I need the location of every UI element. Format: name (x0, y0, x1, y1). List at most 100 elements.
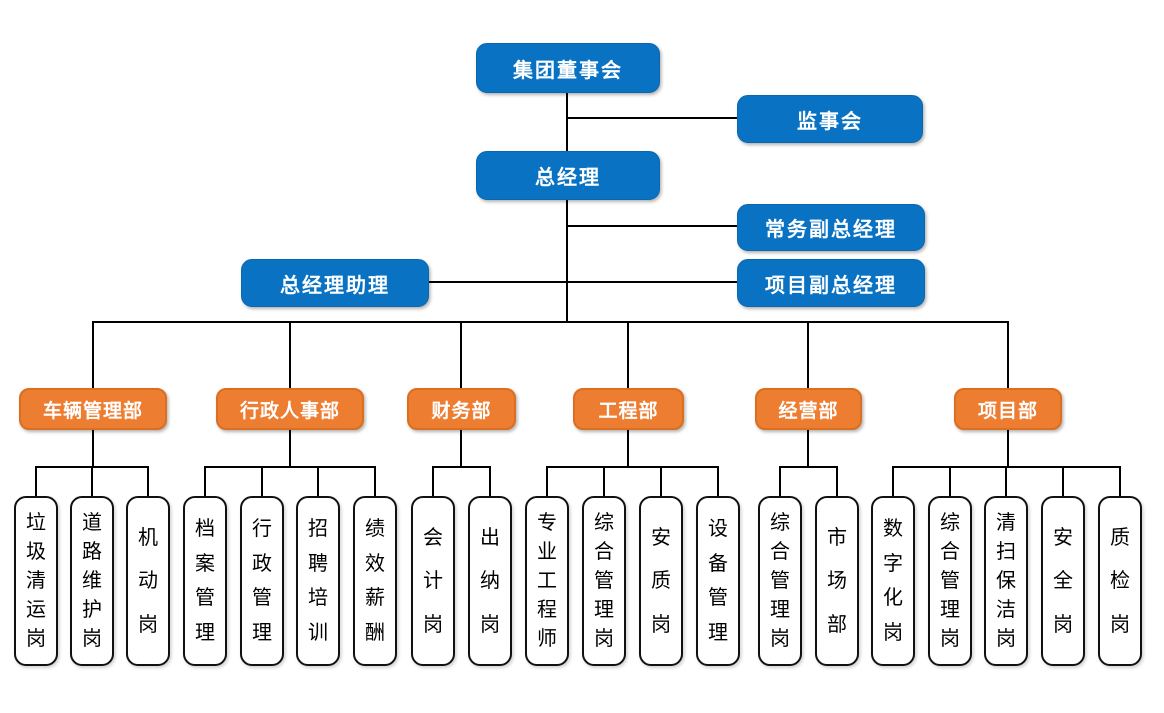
connector-line (91, 466, 93, 496)
position-node: 道路维护岗 (70, 496, 114, 666)
connector-line (717, 466, 719, 496)
position-label: 安质岗 (651, 526, 671, 636)
position-node: 出纳岗 (468, 496, 512, 666)
connector-line (627, 430, 629, 467)
position-node: 行政管理 (240, 496, 284, 666)
position-node: 综合管理岗 (758, 496, 802, 666)
connector-line (92, 430, 94, 467)
position-node: 质检岗 (1098, 496, 1142, 666)
position-label: 垃圾清运岗 (26, 512, 46, 650)
connector-line (836, 466, 838, 496)
node-gm-assistant: 总经理助理 (241, 259, 429, 307)
position-label: 道路维护岗 (82, 512, 102, 650)
dept-finance: 财务部 (407, 388, 516, 430)
connector-line (92, 321, 94, 388)
dept-label: 经营部 (778, 400, 839, 422)
position-node: 清扫保洁岗 (984, 496, 1028, 666)
position-label: 行政管理 (252, 517, 272, 645)
connector-line (627, 321, 629, 388)
node-project-deputy-gm: 项目副总经理 (737, 259, 925, 307)
node-label: 常务副总经理 (765, 219, 897, 241)
connector-line (289, 430, 291, 467)
connector-line (374, 466, 376, 496)
node-executive-deputy-gm: 常务副总经理 (737, 204, 925, 251)
connector-line (460, 321, 462, 388)
position-node: 综合管理岗 (582, 496, 626, 666)
position-node: 安全岗 (1041, 496, 1085, 666)
position-label: 设备管理 (708, 517, 728, 645)
node-label: 项目副总经理 (765, 274, 897, 297)
connector-line (949, 466, 951, 496)
position-node: 市场部 (815, 496, 859, 666)
node-label: 总经理 (535, 167, 601, 189)
position-label: 数字化岗 (883, 517, 903, 645)
connector-line (1119, 466, 1121, 496)
position-label: 综合管理岗 (940, 512, 960, 650)
node-general-manager: 总经理 (476, 151, 660, 200)
position-node: 数字化岗 (871, 496, 915, 666)
dept-label: 行政人事部 (239, 400, 340, 422)
connector-dept-bus (93, 321, 1008, 323)
node-label: 监事会 (797, 110, 863, 133)
dept-label: 财务部 (431, 400, 492, 422)
connector-line (205, 466, 375, 468)
node-supervisory-board: 监事会 (737, 95, 923, 143)
node-label: 总经理助理 (280, 274, 390, 297)
position-label: 招聘培训 (308, 517, 328, 645)
dept-label: 项目部 (977, 400, 1038, 422)
position-label: 会计岗 (423, 526, 443, 636)
connector-line (35, 466, 37, 496)
connector-line (204, 466, 206, 496)
connector-line (1062, 466, 1064, 496)
connector-line (893, 466, 1120, 468)
connector-trunk (566, 91, 568, 322)
position-label: 清扫保洁岗 (996, 512, 1016, 650)
position-label: 质检岗 (1110, 526, 1130, 636)
connector-line (460, 430, 462, 467)
position-label: 档案管理 (195, 517, 215, 645)
connector-line (603, 466, 605, 496)
connector-line (892, 466, 894, 496)
position-label: 综合管理岗 (770, 512, 790, 650)
connector-line (317, 466, 319, 496)
position-label: 出纳岗 (480, 526, 500, 636)
connector-line (567, 117, 737, 119)
position-node: 机动岗 (126, 496, 170, 666)
position-node: 专业工程师 (525, 496, 569, 666)
connector-line (547, 466, 718, 468)
connector-line (289, 321, 291, 388)
node-label: 集团董事会 (513, 59, 623, 82)
dept-operations: 经营部 (755, 388, 862, 430)
connector-line (779, 466, 781, 496)
position-node: 档案管理 (183, 496, 227, 666)
connector-line (1007, 321, 1009, 388)
dept-project: 项目部 (954, 388, 1062, 430)
connector-line (1005, 466, 1007, 496)
connector-line (433, 466, 490, 468)
position-node: 绩效薪酬 (353, 496, 397, 666)
position-node: 垃圾清运岗 (14, 496, 58, 666)
connector-line (807, 321, 809, 388)
dept-vehicle-management: 车辆管理部 (19, 388, 167, 430)
position-label: 绩效薪酬 (365, 517, 385, 645)
dept-admin-hr: 行政人事部 (216, 388, 364, 430)
connector-line (147, 466, 149, 496)
connector-line (546, 466, 548, 496)
dept-label: 工程部 (598, 400, 659, 422)
connector-line (261, 466, 263, 496)
connector-line (427, 281, 737, 283)
position-node: 综合管理岗 (928, 496, 972, 666)
connector-line (567, 225, 737, 227)
position-node: 设备管理 (696, 496, 740, 666)
connector-line (489, 466, 491, 496)
connector-line (807, 430, 809, 467)
position-node: 安质岗 (639, 496, 683, 666)
position-label: 市场部 (827, 526, 847, 636)
dept-label: 车辆管理部 (42, 400, 143, 422)
node-group-board: 集团董事会 (476, 43, 660, 93)
position-label: 综合管理岗 (594, 512, 614, 650)
position-node: 会计岗 (411, 496, 455, 666)
position-label: 专业工程师 (537, 512, 557, 650)
position-node: 招聘培训 (296, 496, 340, 666)
